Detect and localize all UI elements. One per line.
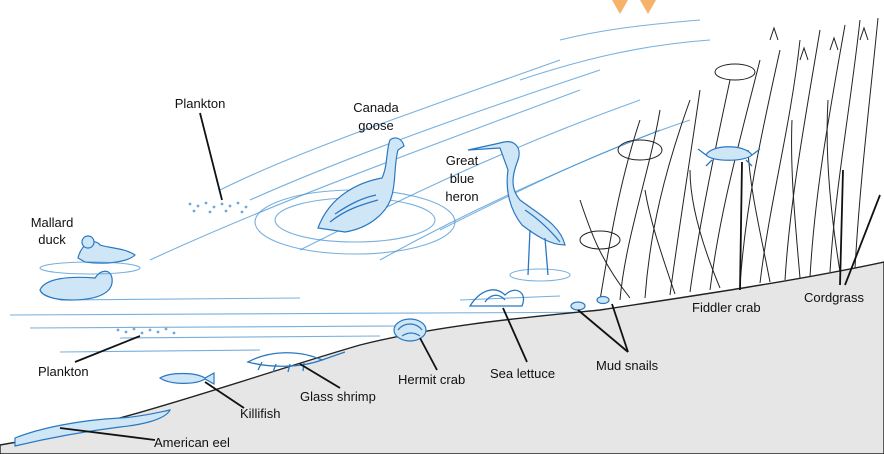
label-hermit-crab: Hermit crab — [398, 372, 465, 387]
label-great-blue-heron-line2: blue — [450, 171, 475, 186]
plankton-bottom-dots — [117, 328, 176, 335]
label-canada-goose-line2: goose — [358, 118, 393, 133]
label-fiddler-crab: Fiddler crab — [692, 300, 761, 315]
hermit-crab — [394, 319, 426, 341]
label-great-blue-heron-line3: heron — [445, 189, 478, 204]
mud-snails — [571, 297, 609, 311]
label-mallard-duck-line2: duck — [38, 232, 66, 247]
label-mud-snails: Mud snails — [596, 358, 659, 373]
label-plankton-bottom: Plankton — [38, 364, 89, 379]
label-cordgrass: Cordgrass — [804, 290, 864, 305]
label-sea-lettuce: Sea lettuce — [490, 366, 555, 381]
label-canada-goose-line1: Canada — [353, 100, 399, 115]
leader-cordgrass-1 — [840, 170, 843, 285]
label-great-blue-heron-line1: Great — [446, 153, 479, 168]
leader-plankton-bottom — [75, 336, 140, 362]
leader-plankton-top — [200, 113, 222, 200]
label-plankton-top: Plankton — [175, 96, 226, 111]
label-american-eel: American eel — [154, 435, 230, 450]
plankton-top-dots — [189, 202, 248, 214]
label-mallard-duck-line1: Mallard — [31, 215, 74, 230]
fiddler-crab — [698, 147, 760, 166]
canada-goose — [255, 138, 455, 254]
label-glass-shrimp: Glass shrimp — [300, 389, 376, 404]
top-accent-mark — [612, 0, 656, 14]
leader-fiddler-crab — [740, 162, 742, 290]
label-killifish: Killifish — [240, 406, 280, 421]
